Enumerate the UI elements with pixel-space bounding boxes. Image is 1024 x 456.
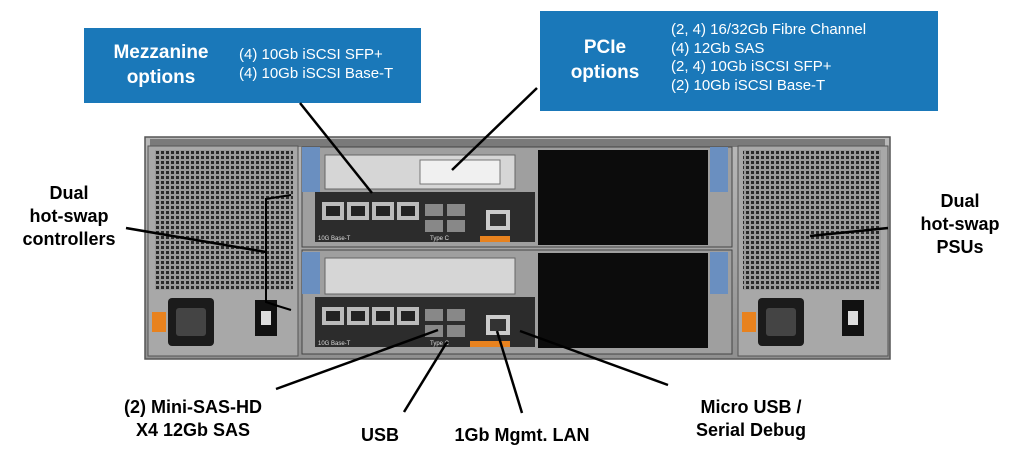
mezzanine-options-callout: Mezzanine options (4) 10Gb iSCSI SFP+ (4…: [84, 28, 421, 103]
pcie-option-item: (4) 12Gb SAS: [671, 39, 765, 57]
controllers-callout-line: [125, 226, 267, 254]
right-psu-orange-clip: [742, 312, 756, 332]
psus-callout-line: [809, 226, 889, 238]
controller-bottom: 10G Base-T Type C: [301, 249, 733, 355]
usb-callout-line: [402, 341, 449, 413]
minisas-label-line1: (2) Mini-SAS-HD: [124, 397, 262, 417]
controller-bottom-orange-tab: [470, 341, 510, 347]
controller-bottom-pcie-blank: [538, 253, 708, 348]
pcie-options-list: (2, 4) 16/32Gb Fibre Channel (4) 12Gb SA…: [671, 21, 866, 95]
right-psu-vent: [743, 150, 881, 290]
right-psu: [737, 145, 889, 357]
pcie-option-item: (2, 4) 10Gb iSCSI SFP+: [671, 58, 832, 75]
usb-label: USB: [360, 425, 399, 445]
psus-label-line1: Dual: [940, 191, 980, 211]
mezzanine-option-item: (4) 10Gb iSCSI SFP+: [239, 46, 383, 63]
mezzanine-options-title: Mezzanine options: [92, 40, 230, 90]
micro-usb-label: Micro USB / Serial Debug: [676, 396, 826, 442]
controllers-label-line2: hot-swap: [29, 206, 109, 226]
chassis-top-lip: [150, 139, 885, 147]
controller-top-orange-tab: [480, 236, 510, 242]
controller-top-rj45-ports: [322, 202, 419, 220]
controller-bottom-type-label: Type C: [430, 341, 450, 347]
controller-top-latch-right: [710, 147, 728, 192]
micro-usb-label-line1: Micro USB /: [700, 397, 802, 417]
mezzanine-options-list: (4) 10Gb iSCSI SFP+ (4) 10Gb iSCSI Base-…: [239, 46, 393, 83]
psus-label-line3: PSUs: [936, 237, 984, 257]
minisas-label-line2: X4 12Gb SAS: [135, 420, 251, 440]
controllers-label: Dual hot-swap controllers: [8, 182, 130, 251]
psus-label-line2: hot-swap: [920, 214, 1000, 234]
mezzanine-title-line1: Mezzanine: [113, 42, 209, 63]
controller-bottom-handle: [324, 257, 516, 295]
controller-top-port-label: 10G Base-T: [318, 236, 351, 242]
pcie-title-line1: PCIe: [583, 37, 627, 58]
minisas-callout-line: [275, 328, 439, 391]
controller-bottom-rj45-ports: [322, 307, 419, 325]
pcie-callout-line: [451, 87, 538, 171]
pcie-options-title: PCIe options: [550, 35, 660, 85]
psus-label: Dual hot-swap PSUs: [910, 190, 1010, 259]
mgmt-lan-label: 1Gb Mgmt. LAN: [454, 425, 590, 445]
controller-top-type-label: Type C: [430, 236, 450, 242]
micro-usb-label-line2: Serial Debug: [695, 420, 807, 440]
controller-bottom-port-label: 10G Base-T: [318, 341, 351, 347]
pcie-option-item: (2, 4) 16/32Gb Fibre Channel: [671, 21, 867, 38]
controllers-label-line3: controllers: [22, 229, 116, 249]
controller-top-sfp-ports: [425, 204, 465, 232]
left-psu-orange-clip: [152, 312, 166, 332]
controllers-label-line1: Dual: [49, 183, 89, 203]
left-psu-vent: [155, 150, 293, 290]
micro-usb-callout-line: [519, 329, 669, 387]
controller-top-latch-left: [302, 147, 320, 192]
pcie-title-line2: options: [570, 62, 640, 83]
controller-top-pcie-blank: [538, 150, 708, 245]
minisas-label: (2) Mini-SAS-HD X4 12Gb SAS: [104, 396, 282, 442]
mezzanine-callout-line: [299, 102, 373, 194]
controller-bottom-latch-right: [710, 252, 728, 294]
callout-lines: [125, 87, 889, 414]
mezzanine-title-line2: options: [126, 67, 196, 88]
controller-top: 10G Base-T Type C: [301, 146, 733, 248]
controller-bottom-latch-left: [302, 252, 320, 294]
mgmt-lan-callout-line: [495, 330, 524, 414]
pcie-option-item: (2) 10Gb iSCSI Base-T: [671, 76, 826, 94]
controllers-bracket: [265, 194, 292, 311]
mezzanine-option-item: (4) 10Gb iSCSI Base-T: [239, 64, 394, 82]
pcie-options-callout: PCIe options (2, 4) 16/32Gb Fibre Channe…: [540, 11, 938, 111]
left-psu: [147, 145, 299, 357]
